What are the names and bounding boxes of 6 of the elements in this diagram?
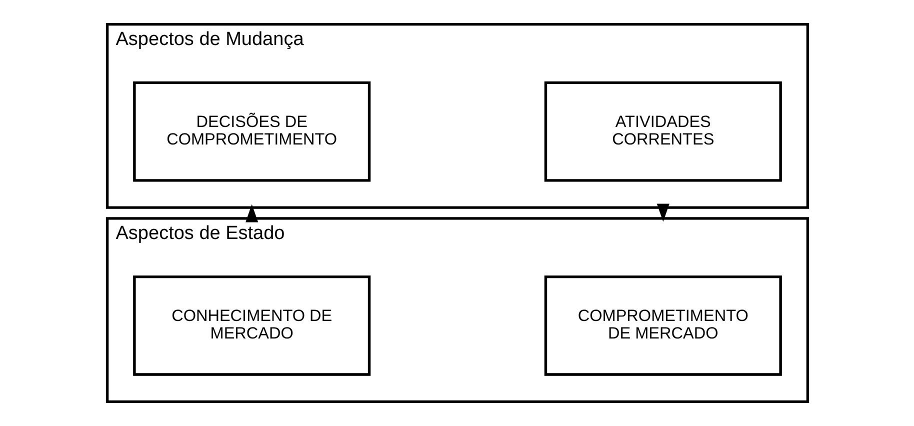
arrow [656, 204, 669, 222]
node-box: CONHECIMENTO DE MERCADO [132, 275, 370, 376]
node-box: DECISÕES DE COMPROMETIMENTO [132, 81, 370, 182]
arrow [245, 204, 258, 222]
node-box: ATIVIDADES CORRENTES [544, 81, 782, 182]
node-box: COMPROMETIMENTO DE MERCADO [544, 275, 782, 376]
